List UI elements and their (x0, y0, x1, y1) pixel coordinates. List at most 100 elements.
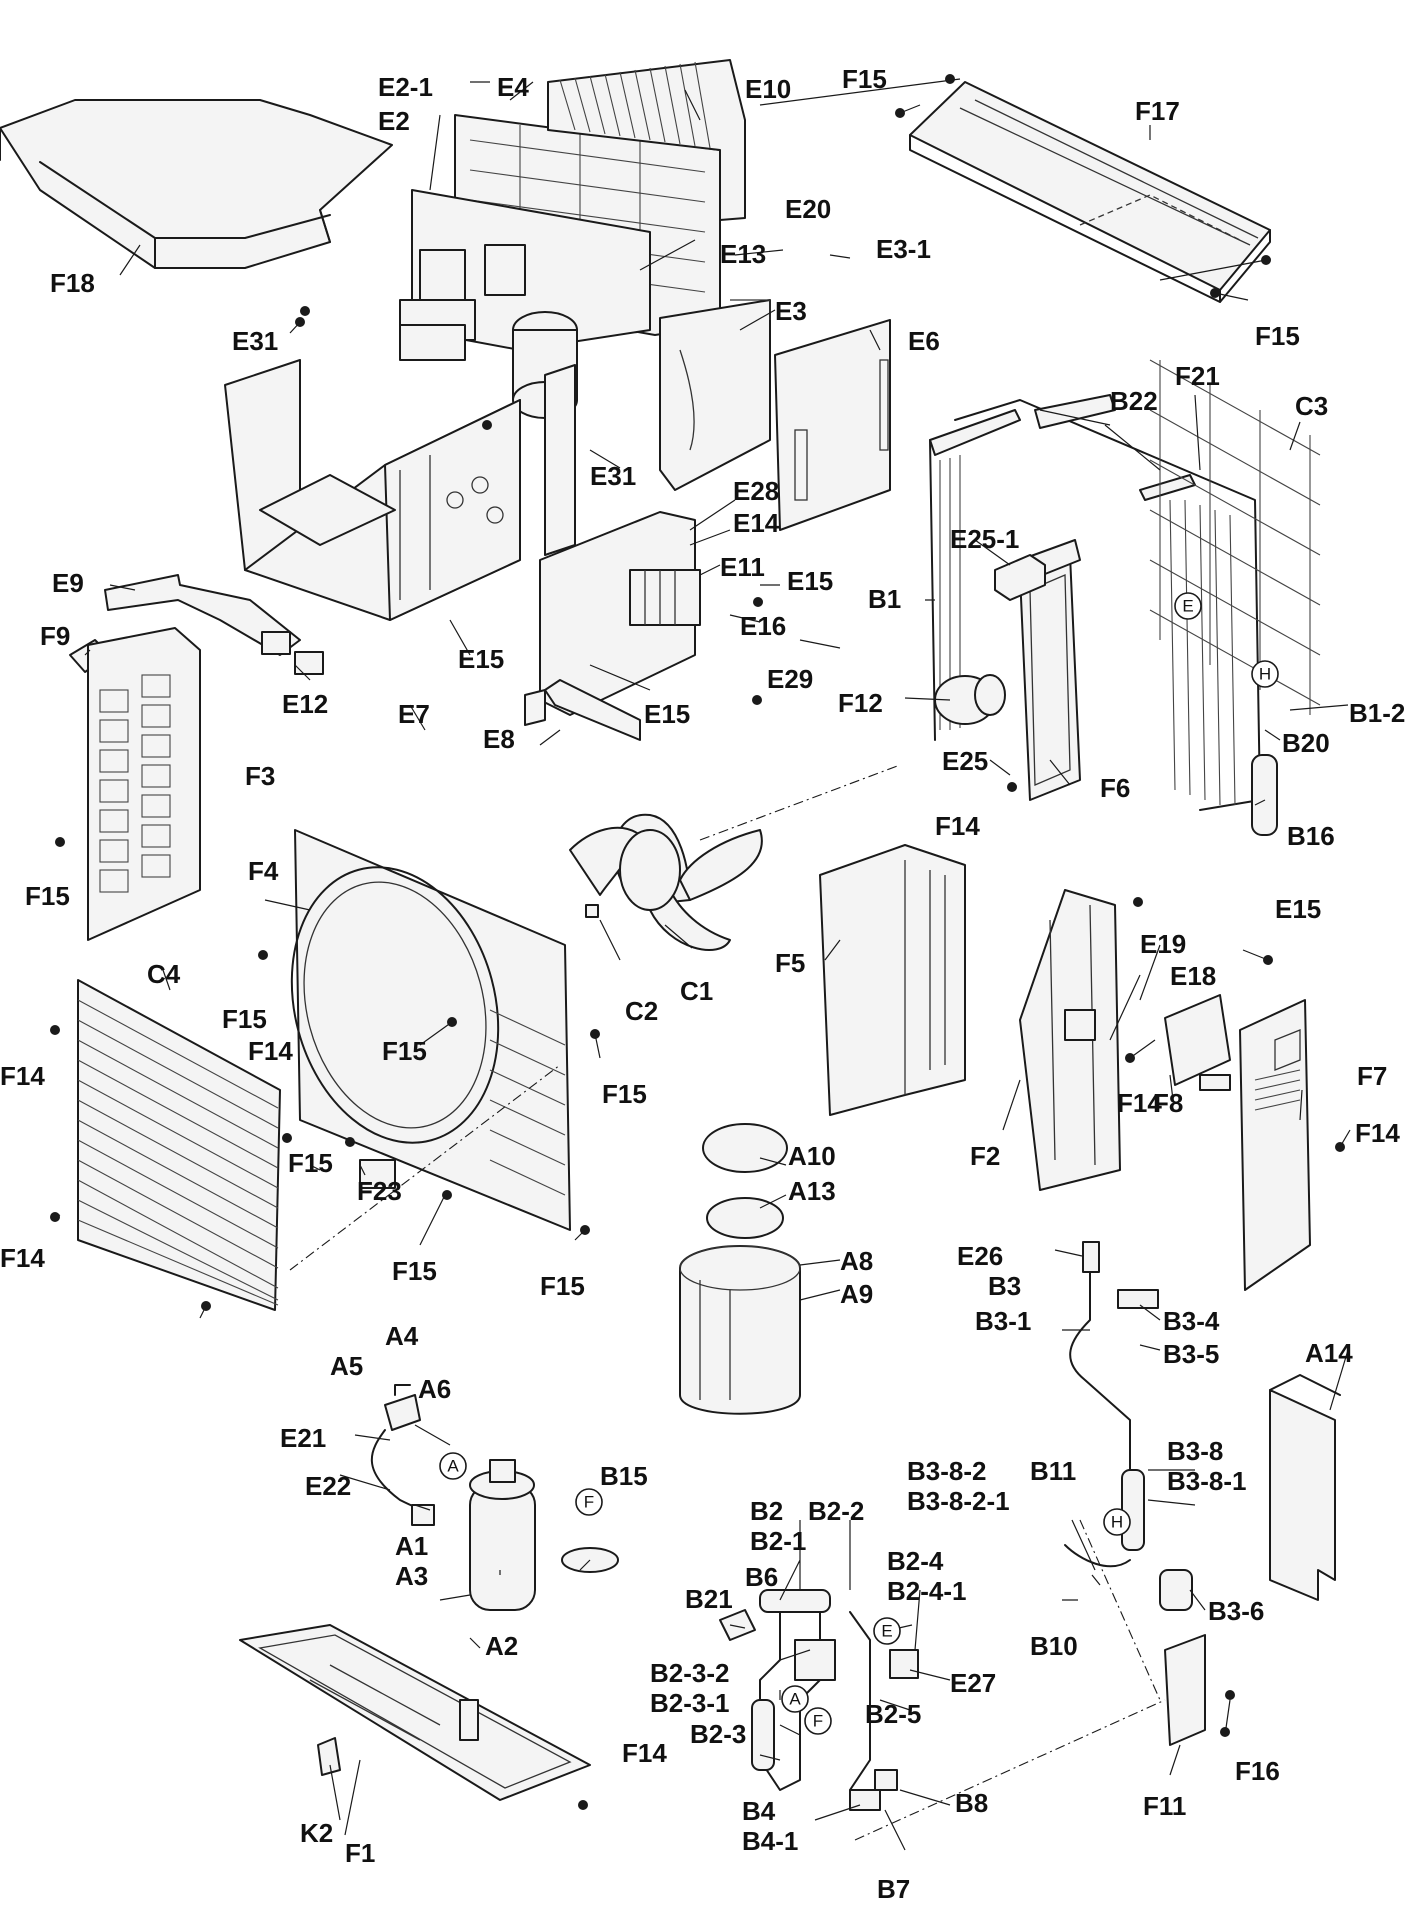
part-label: E6 (908, 326, 940, 356)
part-label: E3 (775, 296, 807, 326)
part-label: B22 (1110, 386, 1158, 416)
part-label: E13 (720, 239, 766, 269)
part-label: B1-2 (1349, 698, 1405, 728)
pcb-e6 (774, 319, 891, 531)
part-label: A5 (330, 1351, 363, 1381)
part-label: C2 (625, 996, 658, 1026)
part-label: B3-8-2-1 (907, 1486, 1010, 1516)
part-label: B3-1 (975, 1306, 1031, 1336)
part-label: E25-1 (950, 524, 1019, 554)
part-label: B2-3-1 (650, 1688, 729, 1718)
part-label: F14 (935, 811, 980, 841)
part-label: F21 (1175, 361, 1220, 391)
condenser-coil-b1 (929, 394, 1261, 811)
part-label: B4 (742, 1796, 776, 1826)
part-label: B3-6 (1208, 1596, 1264, 1626)
alignment-lines (289, 764, 1166, 1841)
part-label: F1 (345, 1838, 375, 1868)
part-label: F15 (602, 1079, 647, 1109)
part-label: E31 (590, 461, 636, 491)
part-label: F14 (248, 1036, 293, 1066)
part-label: C3 (1295, 391, 1328, 421)
part-label: A9 (840, 1279, 873, 1309)
part-label: B2-3-2 (650, 1658, 729, 1688)
part-label: B1 (868, 584, 901, 614)
clip-b21 (719, 1609, 756, 1641)
part-label: B2-2 (808, 1496, 864, 1526)
part-label: F6 (1100, 773, 1130, 803)
part-label: B10 (1030, 1631, 1078, 1661)
part-label: F14 (1355, 1118, 1400, 1148)
part-label: F15 (382, 1036, 427, 1066)
part-label: B4-1 (742, 1826, 798, 1856)
part-label: B2-4 (887, 1546, 944, 1576)
heatsink-e10 (547, 59, 746, 221)
part-label: B21 (685, 1584, 733, 1614)
bracket-e25-1 (994, 554, 1046, 601)
ref-mark-h-2: H (1111, 1513, 1123, 1532)
part-label: E10 (745, 74, 791, 104)
part-label: E28 (733, 476, 779, 506)
part-label: A4 (385, 1321, 419, 1351)
nut-c2 (585, 904, 599, 918)
ref-mark-e-2: E (881, 1622, 892, 1641)
part-label: A14 (1305, 1338, 1353, 1368)
clip-e12 (261, 631, 324, 675)
part-label: B3-8 (1167, 1436, 1223, 1466)
part-label: F5 (775, 948, 805, 978)
part-label: E15 (787, 566, 833, 596)
part-label: E7 (398, 699, 430, 729)
fan-c1 (569, 813, 763, 951)
part-label: A6 (418, 1374, 451, 1404)
ref-mark-e-1: E (1182, 597, 1193, 616)
part-label: F14 (1117, 1088, 1162, 1118)
sound-cover-a8 (679, 1245, 801, 1415)
part-label: F4 (248, 856, 279, 886)
cabinet-box-e7 (224, 359, 576, 621)
part-label: E31 (232, 326, 278, 356)
part-label: E19 (1140, 929, 1186, 959)
part-label: F16 (1235, 1756, 1280, 1786)
part-label: E2-1 (378, 72, 433, 102)
reference-marks: E H A F H E A F (439, 592, 1279, 1735)
part-label: B2-3 (690, 1719, 746, 1749)
part-label: B15 (600, 1461, 648, 1491)
right-side-panel-f7 (1239, 999, 1311, 1291)
part-label: B7 (877, 1874, 910, 1904)
part-label: E9 (52, 568, 84, 598)
part-label: E16 (740, 611, 786, 641)
part-label: B2-4-1 (887, 1576, 966, 1606)
part-label: A8 (840, 1246, 873, 1276)
part-label: E15 (1275, 894, 1321, 924)
cover-f8 (1164, 994, 1231, 1091)
part-label: E14 (733, 508, 780, 538)
part-label: B2-5 (865, 1699, 921, 1729)
part-label: F3 (245, 761, 275, 791)
part-label: B3-4 (1163, 1306, 1220, 1336)
insulation-top-a10 (702, 1123, 788, 1173)
part-label: E11 (720, 552, 765, 582)
top-panel-f17 (909, 81, 1271, 303)
part-label: F15 (222, 1004, 267, 1034)
front-panel-f4 (290, 829, 571, 1231)
insulation-a13 (706, 1197, 784, 1239)
part-label: F15 (25, 881, 70, 911)
terminal-box-e8 (524, 511, 701, 741)
part-label: E8 (483, 724, 515, 754)
part-label: F12 (838, 688, 883, 718)
compressor-a1 (469, 1459, 536, 1611)
part-label: B3-8-1 (1167, 1466, 1246, 1496)
part-label: E25 (942, 746, 988, 776)
base-pan-f1 (239, 1624, 591, 1801)
part-label: E18 (1170, 961, 1216, 991)
part-label: F17 (1135, 96, 1180, 126)
ref-mark-a-1: A (447, 1457, 459, 1476)
part-label: B3-5 (1163, 1339, 1219, 1369)
part-label: E15 (458, 644, 504, 674)
side-frame-f2 (1019, 889, 1121, 1191)
ref-mark-a-2: A (789, 1690, 801, 1709)
ref-mark-f-1: F (584, 1493, 594, 1512)
part-label: E21 (280, 1423, 326, 1453)
part-label: F14 (0, 1061, 45, 1091)
part-label: F11 (1143, 1791, 1186, 1821)
